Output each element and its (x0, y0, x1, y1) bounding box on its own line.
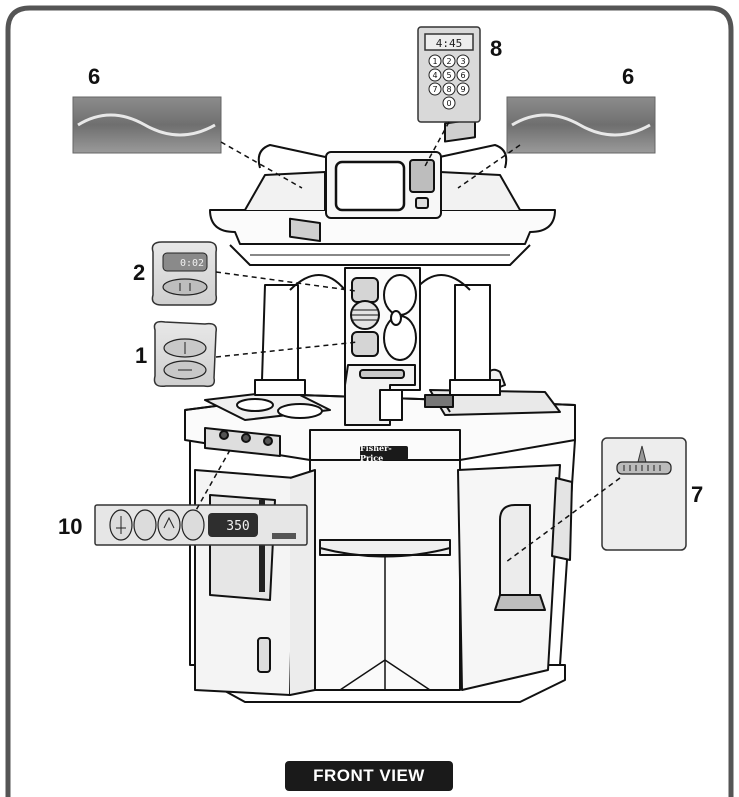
keypad-key-7 (428, 82, 442, 96)
callout-1: 1 (135, 343, 148, 368)
keypad-key-9 (456, 82, 470, 96)
keypad-key-label-6: 6 (460, 71, 465, 80)
callout-6-left: 6 (88, 64, 101, 89)
keypad-key-label-5: 5 (446, 71, 451, 80)
callout-10: 10 (58, 514, 83, 539)
leader-1 (215, 341, 359, 358)
timer-slot (351, 277, 379, 303)
keypad-key-label-8: 8 (446, 85, 451, 94)
keypad-key-8 (442, 82, 456, 96)
callout-6-right: 6 (622, 64, 635, 89)
right-pillar (454, 284, 491, 381)
keypad-key-label-0: 0 (446, 99, 451, 108)
kitchen-illustration (184, 118, 576, 703)
keypad-key-label-3: 3 (460, 57, 465, 66)
keypad-key-2 (442, 54, 456, 68)
timer-display-text: 0:02 (180, 258, 204, 269)
keypad-key-0 (442, 96, 456, 110)
keypad-key-3 (456, 54, 470, 68)
keypad-display-text: 4:45 (436, 37, 463, 50)
oven-display-text: 350 (226, 519, 249, 534)
leader-6-left (220, 141, 303, 189)
leader-6-right (457, 144, 521, 189)
front-view-caption: FRONT VIEW (285, 761, 453, 791)
button-slot (351, 331, 379, 357)
inset-10-oven-panel (94, 504, 308, 546)
callout-8: 8 (490, 36, 503, 61)
callout-7: 7 (691, 482, 704, 507)
leader-10 (194, 449, 231, 513)
inset-7-dispenser (601, 437, 687, 551)
keypad-key-label-1: 1 (432, 57, 437, 66)
inset-1-buttons (153, 320, 218, 388)
microwave-keypad-slot (409, 159, 435, 193)
keypad-key-5 (442, 68, 456, 82)
outer-frame (5, 5, 734, 797)
keypad-key-4 (428, 68, 442, 82)
keypad-key-1 (428, 54, 442, 68)
keypad-key-6 (456, 68, 470, 82)
keypad-key-label-9: 9 (460, 85, 465, 94)
leader-2 (215, 271, 357, 292)
brand-plate: Fisher-Price (360, 443, 408, 463)
inset-2-timer (151, 241, 218, 306)
callout-2: 2 (133, 260, 146, 285)
keypad-key-label-2: 2 (446, 57, 451, 66)
keypad-key-label-7: 7 (432, 85, 437, 94)
left-pillar (261, 284, 299, 381)
leader-lines (194, 121, 621, 563)
keypad-key-label-4: 4 (432, 71, 437, 80)
leader-7 (505, 477, 621, 563)
